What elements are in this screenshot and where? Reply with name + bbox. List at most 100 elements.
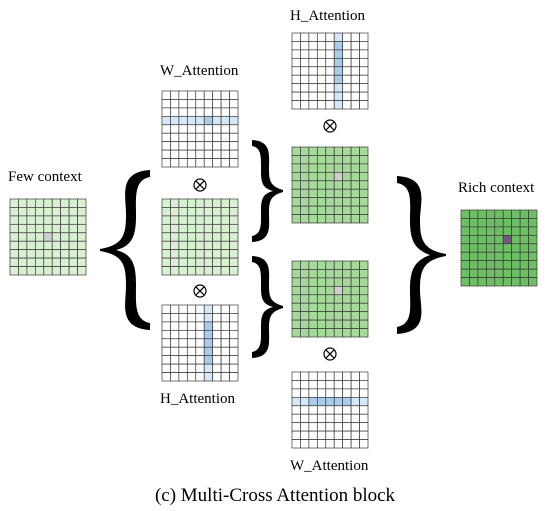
grid-cell bbox=[333, 260, 344, 270]
grid-cell bbox=[195, 132, 205, 143]
grid-cell bbox=[60, 215, 70, 225]
grid-cell bbox=[60, 223, 70, 234]
grid-cell bbox=[333, 49, 344, 59]
grid-cell bbox=[229, 363, 239, 373]
grid-cell bbox=[350, 163, 360, 173]
grid-cell bbox=[325, 277, 335, 287]
grid-cell bbox=[186, 90, 197, 100]
grid-cell bbox=[359, 91, 369, 101]
grid-cell bbox=[170, 215, 180, 225]
grid-cell bbox=[316, 188, 327, 199]
grid-cell bbox=[325, 100, 335, 110]
grid-cell bbox=[203, 215, 214, 225]
grid-cell bbox=[291, 285, 301, 296]
grid-cell bbox=[170, 329, 180, 340]
grid-cell bbox=[43, 266, 53, 276]
grid-cell bbox=[325, 163, 335, 173]
grid-cell bbox=[350, 328, 360, 338]
grid-cell bbox=[178, 249, 188, 259]
grid-cell bbox=[60, 249, 70, 259]
grid-cell bbox=[300, 439, 310, 449]
grid-cell bbox=[291, 302, 301, 313]
grid-cell bbox=[308, 277, 318, 287]
grid-cell bbox=[469, 260, 479, 270]
grid-cell bbox=[350, 49, 360, 59]
grid-cell bbox=[342, 294, 352, 304]
grid-cell bbox=[161, 90, 171, 100]
grid-cell bbox=[308, 396, 318, 407]
grid-cell bbox=[325, 180, 335, 190]
grid-cell bbox=[203, 223, 214, 234]
grid-cell bbox=[203, 90, 214, 100]
grid-cell bbox=[333, 380, 344, 390]
grid-cell bbox=[170, 338, 180, 348]
grid-cell bbox=[325, 205, 335, 215]
grid-cell bbox=[186, 232, 197, 242]
grid-cell bbox=[308, 430, 318, 440]
grid-cell bbox=[325, 396, 335, 407]
grid-cell bbox=[186, 338, 197, 348]
grid-cell bbox=[186, 115, 197, 126]
grid-cell bbox=[212, 132, 222, 143]
multiply-symbol-left-lower bbox=[193, 284, 207, 298]
grid-cell bbox=[77, 215, 87, 225]
grid-cell bbox=[308, 180, 318, 190]
grid-cell bbox=[60, 232, 70, 242]
grid-cell bbox=[359, 83, 369, 93]
grid-cell bbox=[300, 155, 310, 165]
grid-cell bbox=[342, 302, 352, 313]
grid-cell bbox=[316, 163, 327, 173]
grid-cell bbox=[68, 266, 78, 276]
grid-cell bbox=[26, 207, 36, 217]
grid-cell bbox=[359, 380, 369, 390]
grid-cell bbox=[212, 304, 222, 314]
grid-cell bbox=[18, 249, 28, 259]
grid-cell bbox=[325, 439, 335, 449]
grid-cell bbox=[170, 266, 180, 276]
grid-cell bbox=[9, 198, 19, 208]
grid-cell bbox=[220, 107, 230, 117]
grid-cell bbox=[195, 99, 205, 109]
grid-cell bbox=[229, 90, 239, 100]
grid-cell bbox=[350, 311, 360, 321]
grid-cell bbox=[300, 380, 310, 390]
grid-cell bbox=[308, 319, 318, 329]
grid-cell bbox=[291, 41, 301, 51]
grid-cell bbox=[229, 346, 239, 357]
grid-cell bbox=[359, 294, 369, 304]
grid-cell bbox=[316, 260, 327, 270]
grid-cell bbox=[195, 266, 205, 276]
grid-cell bbox=[350, 57, 360, 68]
grid-cell bbox=[342, 155, 352, 165]
grid-cell bbox=[333, 171, 344, 182]
grid-cell bbox=[350, 180, 360, 190]
grid-cell bbox=[316, 146, 327, 156]
grid-cell bbox=[212, 257, 222, 267]
grid-cell bbox=[212, 313, 222, 323]
grid-cell bbox=[195, 115, 205, 126]
grid-cell bbox=[229, 107, 239, 117]
grid-cell bbox=[291, 180, 301, 190]
grid-cell bbox=[300, 100, 310, 110]
grid-cell bbox=[291, 74, 301, 85]
grid-cell bbox=[494, 260, 504, 270]
grid-cell bbox=[300, 32, 310, 42]
grid-cell bbox=[161, 223, 171, 234]
grid-cell bbox=[460, 226, 470, 236]
rich-context-label: Rich context bbox=[458, 180, 535, 196]
grid-cell bbox=[195, 372, 205, 382]
grid-cell bbox=[34, 198, 45, 208]
grid-cell bbox=[186, 346, 197, 357]
grid-cell bbox=[511, 268, 521, 278]
grid-cell bbox=[333, 57, 344, 68]
grid-cell bbox=[325, 32, 335, 42]
grid-cell bbox=[308, 146, 318, 156]
grid-cell bbox=[477, 234, 487, 245]
grid-cell bbox=[342, 214, 352, 224]
grid-cell bbox=[178, 90, 188, 100]
grid-cell bbox=[308, 328, 318, 338]
grid-cell bbox=[359, 302, 369, 313]
grid-cell bbox=[485, 260, 496, 270]
grid-cell bbox=[170, 232, 180, 242]
grid-cell bbox=[60, 257, 70, 267]
